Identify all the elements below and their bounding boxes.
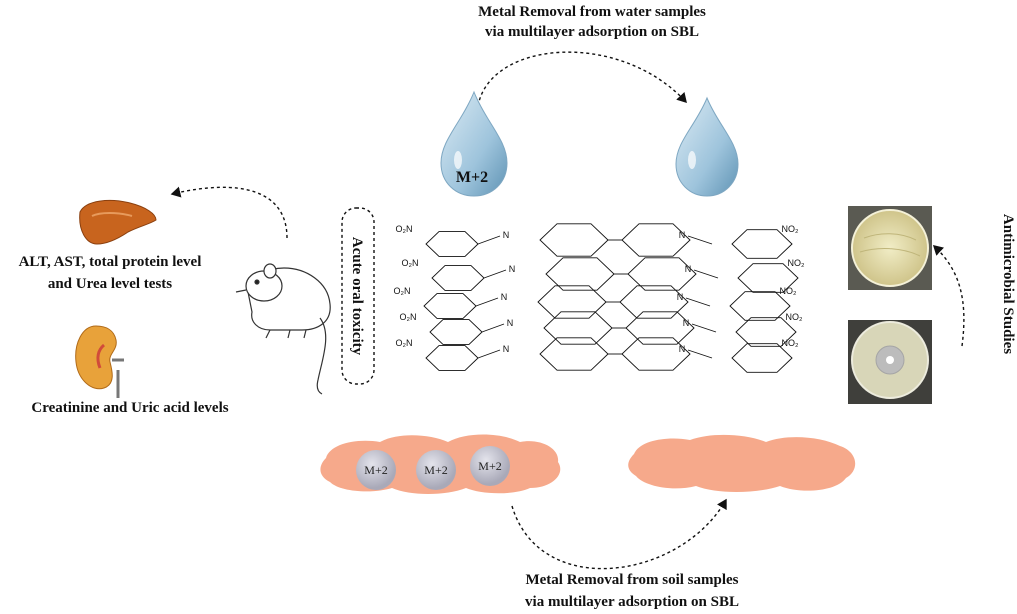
soil-ion-label: M+2 bbox=[478, 459, 501, 473]
soil-title-line2: via multilayer adsorption on SBL bbox=[525, 594, 739, 610]
liver-arrow bbox=[170, 186, 288, 239]
benzene-ring bbox=[735, 317, 797, 347]
benzene-ring bbox=[625, 311, 695, 345]
petri-dish-icon bbox=[848, 320, 932, 404]
imine-label: N bbox=[501, 292, 508, 302]
nitro-group-label: NO₂ bbox=[788, 258, 806, 268]
benzene-ring bbox=[731, 229, 793, 259]
imine-bond bbox=[691, 323, 717, 333]
imine-bond bbox=[687, 349, 713, 359]
metal-ion-label: M+2 bbox=[456, 169, 488, 186]
benzene-ring bbox=[539, 337, 609, 371]
imine-bond bbox=[685, 297, 711, 307]
acute-toxicity-box bbox=[341, 207, 375, 385]
nitro-group-label: NO₂ bbox=[782, 224, 800, 234]
nitro-group-label: O₂N bbox=[396, 338, 413, 348]
soil-ion-label: M+2 bbox=[424, 463, 447, 477]
imine-label: N bbox=[683, 318, 690, 328]
liver-tests-line2: and Urea level tests bbox=[48, 276, 172, 292]
water-title-line2: via multilayer adsorption on SBL bbox=[485, 24, 699, 40]
water-drop-icon bbox=[675, 96, 739, 197]
nitro-group-label: NO₂ bbox=[780, 286, 798, 296]
benzene-ring bbox=[539, 223, 609, 257]
sbl-molecular-structure: O₂N N N NO₂ O₂N N N NO₂ O₂N N N NO₂ O₂N N N NO₂ O₂N N N NO₂ bbox=[394, 223, 806, 373]
imine-bond bbox=[693, 269, 719, 279]
kidney-icon bbox=[75, 325, 124, 398]
kidney-tests-label: Creatinine and Uric acid levels bbox=[31, 400, 228, 416]
liver-icon bbox=[79, 199, 157, 245]
benzene-ring bbox=[621, 337, 691, 371]
imine-bond bbox=[483, 269, 507, 279]
imine-bond bbox=[481, 323, 505, 333]
benzene-ring bbox=[737, 263, 799, 293]
acute-toxicity-label: Acute oral toxicity bbox=[349, 237, 365, 356]
contaminated-soil: M+2 M+2 M+2 bbox=[320, 434, 561, 494]
imine-label: N bbox=[503, 230, 510, 240]
clean-soil bbox=[628, 434, 856, 492]
petri-dish-icon bbox=[848, 206, 932, 290]
imine-label: N bbox=[507, 318, 514, 328]
soil-arrow bbox=[511, 498, 727, 570]
benzene-ring bbox=[425, 345, 479, 371]
nitro-group-label: NO₂ bbox=[782, 338, 800, 348]
water-arrow bbox=[477, 51, 687, 107]
imine-label: N bbox=[679, 230, 686, 240]
benzene-ring bbox=[731, 343, 793, 373]
benzene-ring bbox=[425, 231, 479, 257]
antimicrobial-label: Antimicrobial Studies bbox=[1000, 214, 1016, 354]
imine-label: N bbox=[677, 292, 684, 302]
benzene-ring bbox=[543, 311, 613, 345]
benzene-ring bbox=[431, 265, 485, 291]
imine-label: N bbox=[679, 344, 686, 354]
benzene-ring bbox=[621, 223, 691, 257]
antimicrobial-arrow bbox=[932, 245, 965, 347]
soil-title-line1: Metal Removal from soil samples bbox=[525, 572, 738, 588]
nitro-group-label: O₂N bbox=[400, 312, 417, 322]
imine-label: N bbox=[685, 264, 692, 274]
soil-ion-label: M+2 bbox=[364, 463, 387, 477]
benzene-ring bbox=[545, 257, 615, 291]
benzene-ring bbox=[627, 257, 697, 291]
benzene-ring bbox=[729, 291, 791, 321]
imine-label: N bbox=[509, 264, 516, 274]
nitro-group-label: O₂N bbox=[402, 258, 419, 268]
water-drop-icon: M+2 bbox=[440, 90, 508, 197]
nitro-group-label: O₂N bbox=[396, 224, 413, 234]
rat-icon bbox=[235, 263, 331, 395]
liver-tests-line1: ALT, AST, total protein level bbox=[19, 254, 202, 270]
nitro-group-label: O₂N bbox=[394, 286, 411, 296]
imine-label: N bbox=[503, 344, 510, 354]
benzene-ring bbox=[429, 319, 483, 345]
water-title-line1: Metal Removal from water samples bbox=[478, 4, 706, 20]
nitro-group-label: NO₂ bbox=[786, 312, 804, 322]
imine-bond bbox=[687, 235, 713, 245]
imine-bond bbox=[475, 297, 499, 307]
benzene-ring bbox=[537, 285, 607, 319]
benzene-ring bbox=[619, 285, 689, 319]
imine-bond bbox=[477, 349, 501, 359]
benzene-ring bbox=[423, 293, 477, 319]
imine-bond bbox=[477, 235, 501, 245]
